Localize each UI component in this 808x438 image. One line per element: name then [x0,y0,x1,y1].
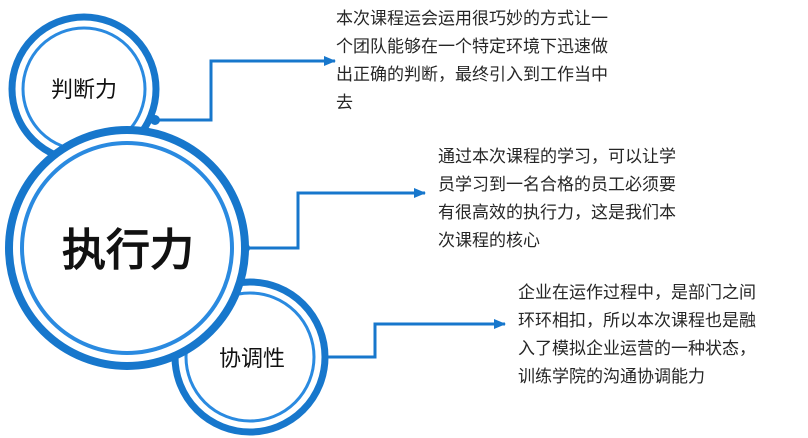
description-line: 入了模拟企业运营的一种状态， [518,339,756,359]
label-judgment: 判断力 [51,78,117,103]
ring-execution-inner [20,141,234,355]
description-judgment: 本次课程运会运用很巧妙的方式让一 个团队能够在一个特定环境下迅速做 出正确的判断… [336,5,608,117]
description-line: 环环相扣，所以本次课程也是融 [518,311,756,331]
description-line: 有很高效的执行力，这是我们本 [438,203,676,223]
label-execution: 执行力 [62,225,194,276]
description-line: 出正确的判断，最终引入到工作当中 [336,65,608,85]
description-execution: 通过本次课程的学习，可以让学 员学习到一名合格的员工必须要 有很高效的执行力，这… [438,143,676,255]
connector-judgment [155,56,336,122]
connector-execution [245,188,426,250]
description-line: 通过本次课程的学习，可以让学 [438,147,676,167]
node-execution: 执行力 [5,126,249,370]
description-line: 次课程的核心 [438,231,540,251]
description-line: 本次课程运会运用很巧妙的方式让一 [336,9,608,29]
connector-coordination [322,319,506,359]
description-line: 企业在运作过程中，是部门之间 [518,283,756,303]
description-line: 去 [336,93,353,113]
description-line: 个团队能够在一个特定环境下迅速做 [336,37,608,57]
label-coordination: 协调性 [219,347,285,372]
description-coordination: 企业在运作过程中，是部门之间 环环相扣，所以本次课程也是融 入了模拟企业运营的一… [518,279,756,391]
description-line: 训练学院的沟通协调能力 [518,367,705,387]
description-line: 员学习到一名合格的员工必须要 [438,175,676,195]
